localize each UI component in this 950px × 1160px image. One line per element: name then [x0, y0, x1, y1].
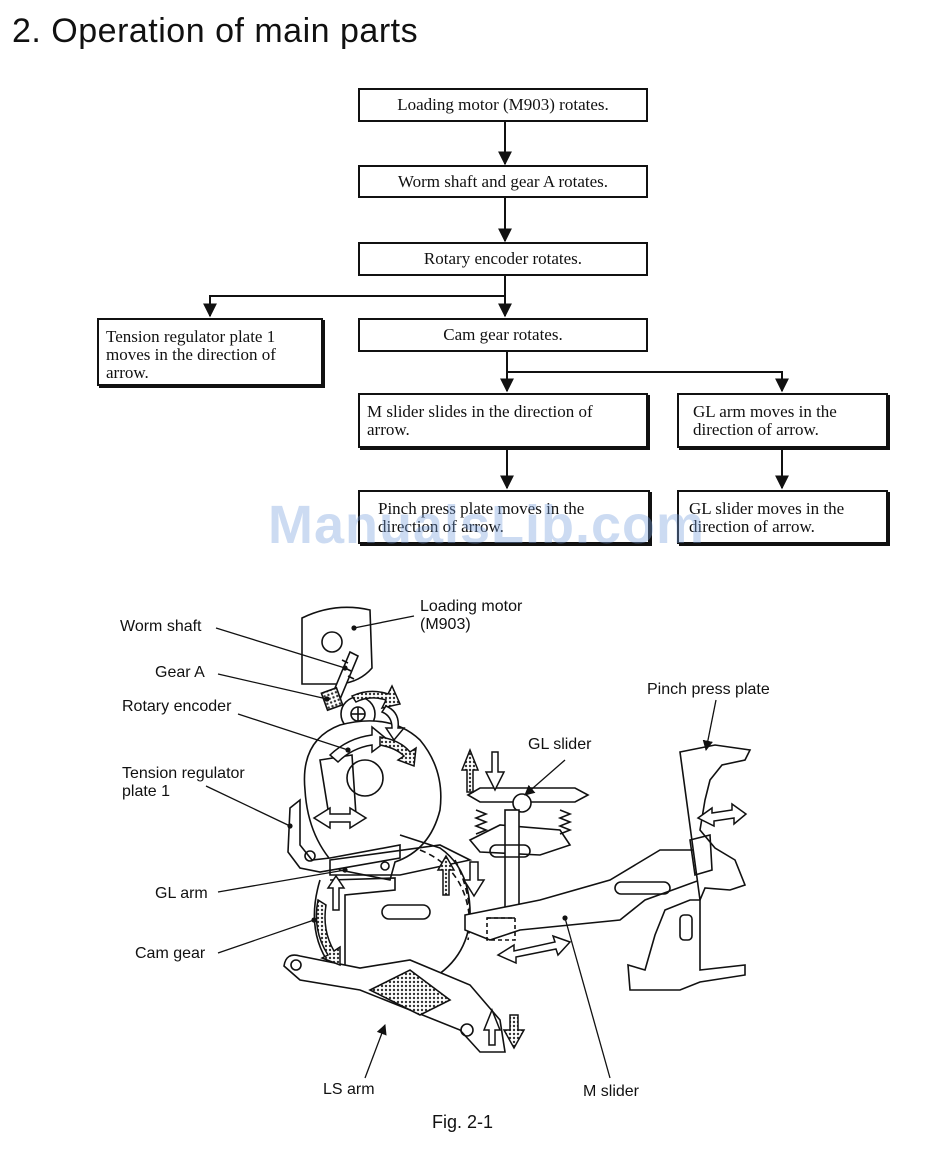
label-loading-motor: Loading motor (M903)	[420, 598, 522, 634]
label-gl-slider: GL slider	[528, 736, 592, 753]
label-cam-gear: Cam gear	[135, 945, 206, 962]
arrow-encoder-to-tension	[203, 295, 505, 318]
motion-arrow-cam-a	[315, 898, 341, 967]
flow-text-loading-motor: Loading motor (M903) rotates.	[397, 95, 609, 114]
label-tension-regulator: Tension regulator plate 1	[122, 765, 245, 801]
flow-box-worm-shaft: Worm shaft and gear A rotates.	[358, 165, 648, 198]
encoder-hub	[346, 759, 384, 797]
label-loading-motor-2: (M903)	[420, 616, 471, 633]
motion-arrow-tension	[312, 806, 368, 830]
leader-rotary-encoder	[237, 713, 351, 753]
spring-right	[557, 809, 573, 835]
leader-pinch-plate	[702, 699, 717, 752]
flow-box-pinch-plate: Pinch press plate moves in the direction…	[358, 490, 650, 544]
section-title: 2. Operation of main parts	[12, 12, 419, 50]
motor-shaft-circle	[321, 631, 343, 653]
label-worm-shaft: Worm shaft	[120, 618, 202, 635]
flow-box-cam-gear: Cam gear rotates.	[358, 318, 648, 352]
motion-arrow-encoder-r	[379, 736, 417, 768]
motion-arrow-ls-up	[482, 1007, 502, 1046]
flowchart-connectors	[203, 122, 789, 490]
label-ls-arm: LS arm	[323, 1081, 375, 1098]
leader-gl-arm	[217, 867, 348, 893]
label-rotary-encoder: Rotary encoder	[122, 698, 232, 715]
figure-caption: Fig. 2-1	[432, 1112, 494, 1132]
flow-box-m-slider: M slider slides in the direction of arro…	[358, 393, 648, 448]
leader-gl-slider	[524, 759, 566, 796]
motor-body	[301, 606, 373, 685]
motion-arrow-glarm	[436, 854, 456, 896]
label-gl-arm: GL arm	[155, 885, 208, 902]
label-tension-regulator-1: Tension regulator	[122, 765, 245, 782]
flow-box-gl-arm: GL arm moves in the direction of arrow.	[677, 393, 888, 448]
label-m-slider: M slider	[583, 1083, 640, 1100]
flow-text-glarm-1: GL arm moves in the	[693, 402, 837, 421]
flow-box-gl-slider: GL slider moves in the direction of arro…	[677, 490, 888, 544]
ls-arm	[283, 954, 506, 1053]
flow-text-tension-1: Tension regulator plate 1	[106, 327, 276, 346]
leader-m-slider	[562, 915, 611, 1079]
flow-text-mslider-2: arrow.	[367, 420, 410, 439]
leader-gear-a	[217, 673, 330, 702]
spring-left	[473, 809, 489, 835]
leader-loading-motor	[351, 615, 415, 631]
motion-arrow-gl-down	[484, 751, 506, 792]
motion-arrow-ls-down	[502, 1014, 526, 1050]
motion-arrow-gl-up	[460, 747, 480, 793]
flow-text-glslider-2: direction of arrow.	[689, 517, 815, 536]
leader-worm-shaft	[215, 627, 348, 671]
flow-text-glarm-2: direction of arrow.	[693, 420, 819, 439]
leader-tension-plate	[205, 785, 293, 829]
m-slider	[464, 849, 701, 941]
gl-slider-body	[468, 824, 572, 856]
flow-text-mslider-1: M slider slides in the direction of	[367, 402, 593, 421]
label-loading-motor-1: Loading motor	[420, 598, 523, 615]
gear-a	[320, 686, 344, 712]
motion-arrow-encoder-l	[328, 725, 390, 764]
pinch-press-plate	[679, 744, 752, 904]
pinch-base	[627, 899, 746, 991]
motion-arrow-pinch	[696, 802, 748, 828]
flow-text-pinch-2: direction of arrow.	[378, 517, 504, 536]
flow-text-pinch-1: Pinch press plate moves in the	[378, 499, 585, 518]
flow-box-rotary-encoder: Rotary encoder rotates.	[358, 242, 648, 276]
watermark: ManualsLib.com	[268, 495, 706, 555]
flow-text-tension-2: moves in the direction of	[106, 345, 276, 364]
flow-box-loading-motor: Loading motor (M903) rotates.	[358, 88, 648, 122]
motion-arrow-m-slider	[496, 934, 572, 965]
label-tension-regulator-2: plate 1	[122, 783, 171, 800]
flow-text-tension-3: arrow.	[106, 363, 149, 382]
cam-slot	[381, 904, 431, 920]
motion-arrow-gear	[350, 684, 402, 710]
flow-text-glslider-1: GL slider moves in the	[689, 499, 845, 518]
mechanism-diagram	[205, 606, 752, 1079]
arrow-cam-to-glarm	[507, 371, 789, 393]
flow-text-cam-gear: Cam gear rotates.	[443, 325, 563, 344]
flow-text-worm-shaft: Worm shaft and gear A rotates.	[397, 171, 609, 191]
flow-box-tension-plate: Tension regulator plate 1 moves in the d…	[97, 318, 323, 386]
leader-ls-arm	[364, 1024, 387, 1079]
label-pinch-press-plate: Pinch press plate	[647, 681, 770, 698]
flow-text-rotary-encoder: Rotary encoder rotates.	[423, 249, 583, 268]
label-gear-a: Gear A	[155, 664, 205, 681]
leader-cam-gear	[217, 917, 317, 954]
